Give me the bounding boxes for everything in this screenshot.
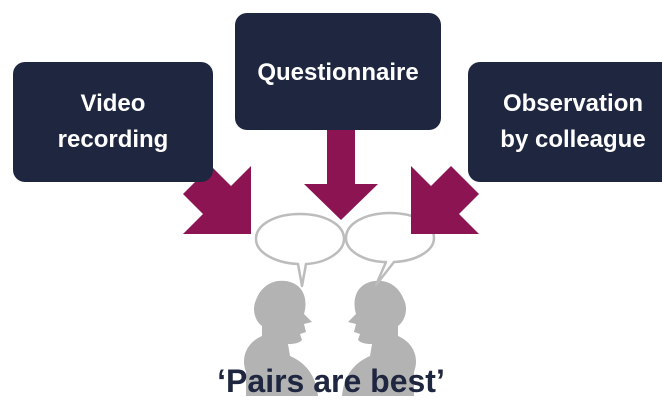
video-recording-line2: recording xyxy=(57,126,169,153)
questionnaire-label: Questionnaire xyxy=(257,59,419,86)
questionnaire-box: Questionnaire xyxy=(235,13,441,130)
arrow-down-right-icon xyxy=(183,166,251,234)
person-silhouette-icon xyxy=(342,280,417,396)
observation-line2: by colleague xyxy=(500,126,646,153)
arrow-down-left-icon xyxy=(411,166,479,234)
observation-box: Observation by colleague xyxy=(468,62,662,182)
speech-bubble-icon xyxy=(344,211,436,287)
arrow-down-icon xyxy=(304,130,378,220)
observation-line1: Observation xyxy=(502,90,644,117)
speech-bubble-icon xyxy=(254,212,346,288)
person-silhouette-icon xyxy=(243,280,318,396)
video-recording-line1: Video xyxy=(80,90,146,117)
video-recording-box: Video recording xyxy=(13,62,213,182)
pairs-caption: ‘Pairs are best’ xyxy=(217,363,445,399)
